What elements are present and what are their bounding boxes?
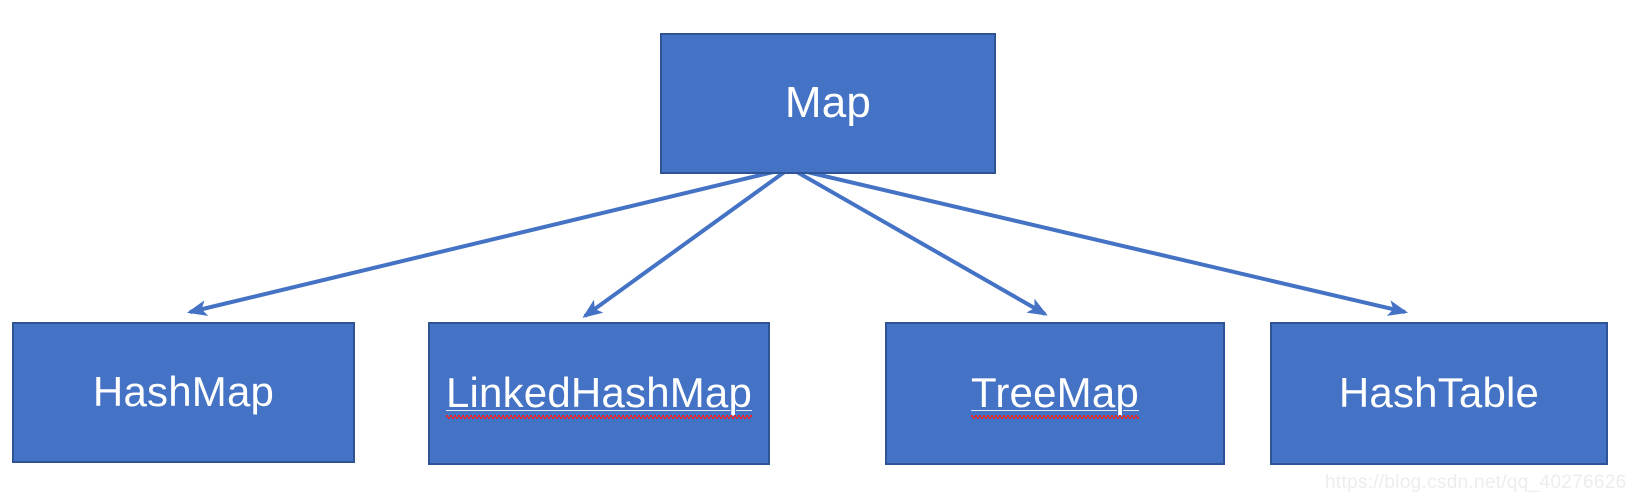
- node-hashtable-label: HashTable: [1338, 368, 1540, 416]
- node-hashmap-label: HashMap: [92, 367, 275, 415]
- node-linkedhashmap-label: LinkedHashMap: [445, 368, 753, 419]
- node-map-label: Map: [784, 77, 872, 127]
- node-hashmap[interactable]: HashMap: [12, 322, 355, 463]
- node-treemap[interactable]: TreeMap: [885, 322, 1225, 465]
- node-linkedhashmap[interactable]: LinkedHashMap: [428, 322, 770, 465]
- edge-map-to-linkedhashmap: [582, 166, 792, 318]
- edge-map-to-treemap: [789, 166, 1048, 316]
- node-map[interactable]: Map: [660, 33, 996, 174]
- node-hashtable[interactable]: HashTable: [1270, 322, 1608, 465]
- edge-map-to-hashmap: [186, 166, 791, 316]
- watermark-text: https://blog.csdn.net/qq_40276626: [1325, 472, 1627, 493]
- edge-map-to-hashtable: [789, 166, 1409, 316]
- node-treemap-label: TreeMap: [971, 368, 1139, 419]
